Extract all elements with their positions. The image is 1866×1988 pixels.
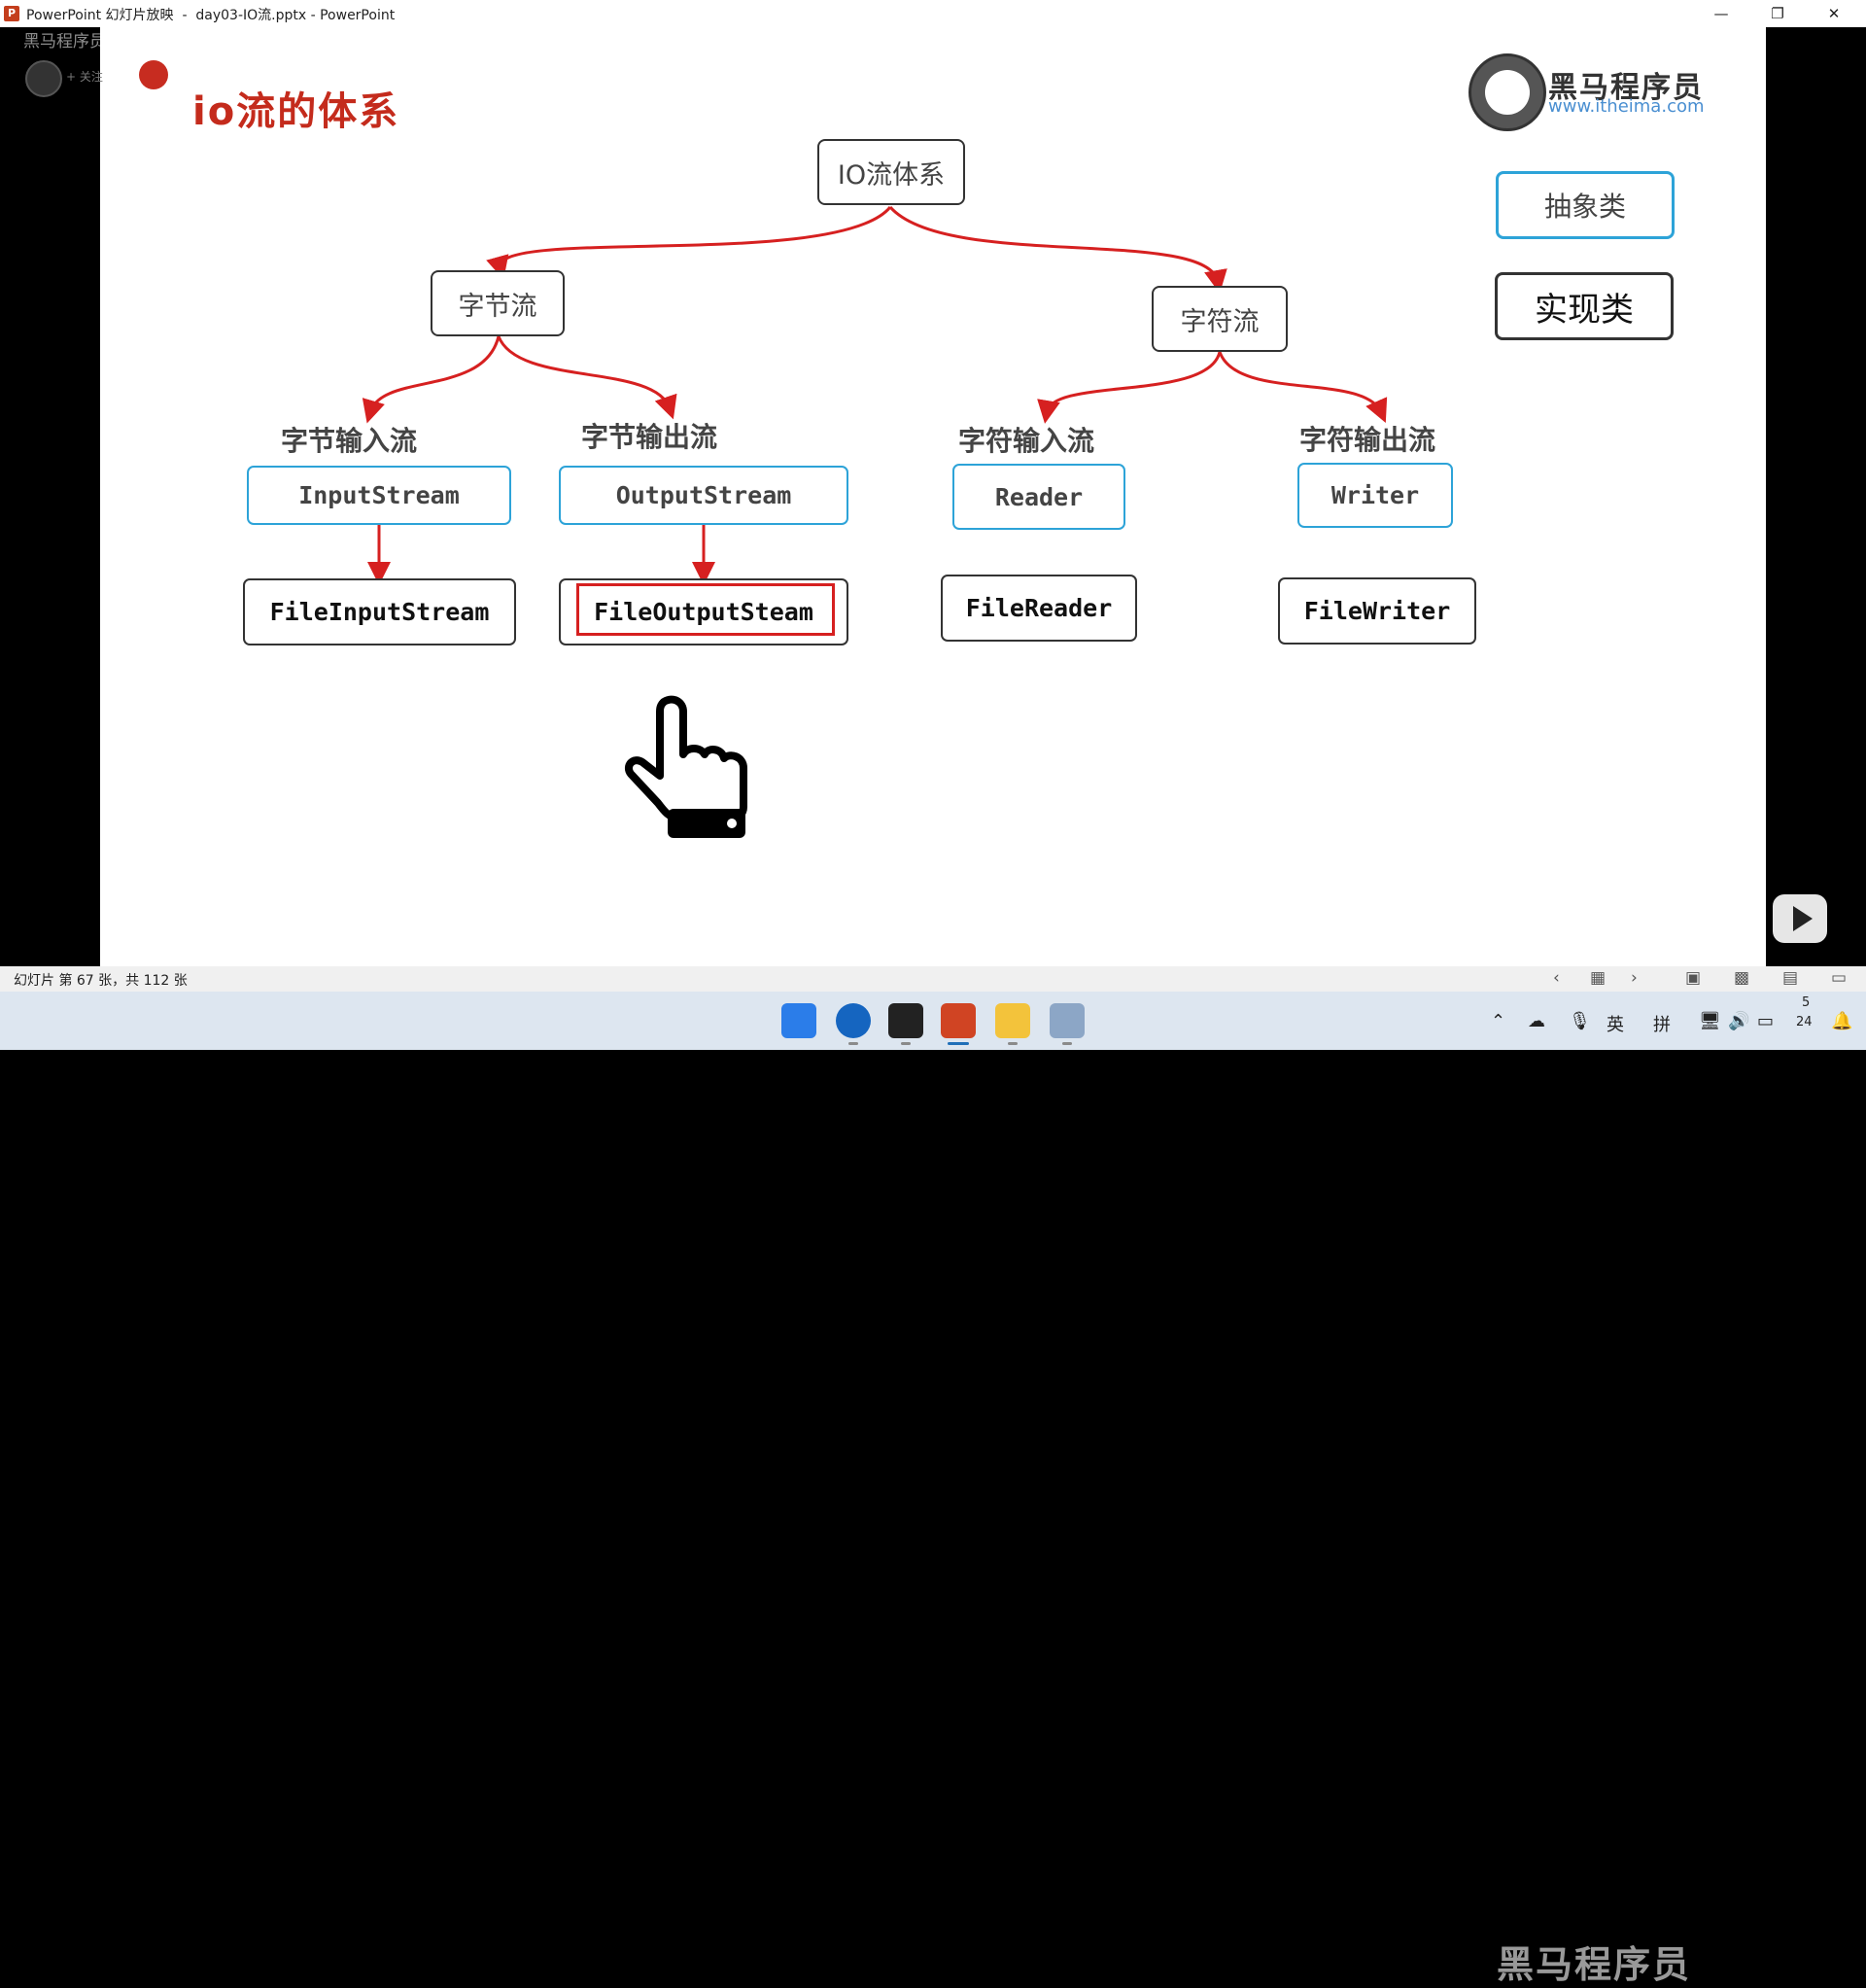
network-icon[interactable]: 🖥 — [1699, 1011, 1721, 1031]
ime-lang[interactable]: 英 — [1607, 1015, 1624, 1035]
io-system-box: IO流体系 — [817, 139, 965, 205]
arrow-byte-to-output — [497, 335, 677, 420]
volume-icon[interactable]: 🔊 — [1728, 1011, 1750, 1031]
intellij-idea-icon[interactable] — [888, 1003, 923, 1038]
window-titlebar: P PowerPoint 幻灯片放映 - day03-IO流.pptx - Po… — [0, 0, 1866, 27]
char-stream-box: 字符流 — [1152, 286, 1288, 352]
arrow-root-to-char — [888, 206, 1227, 294]
tray-overflow-icon[interactable]: ⌃ — [1491, 1011, 1506, 1031]
clock-line1[interactable]: 5 — [1802, 995, 1811, 1010]
slide-counter: 幻灯片 第 67 张，共 112 张 — [14, 973, 188, 989]
restore-button[interactable]: ❐ — [1771, 5, 1784, 22]
tree-arrows — [362, 206, 1388, 585]
logo-url: www.itheima.com — [1548, 96, 1705, 117]
live-indicator-icon — [139, 60, 168, 89]
explorer-indicator — [1008, 1042, 1018, 1045]
slideshow-icon[interactable]: ▭ — [1831, 968, 1848, 988]
filereader-box: FileReader — [941, 575, 1137, 642]
legend-implementation-class: 实现类 — [1495, 272, 1674, 340]
fileinputstream-box: FileInputStream — [243, 578, 516, 645]
legend-abstract-class: 抽象类 — [1496, 171, 1675, 239]
label-char-input-stream: 字符输入流 — [958, 425, 1095, 457]
microphone-icon[interactable]: 🎙 — [1569, 1011, 1591, 1031]
powerpoint-statusbar: 幻灯片 第 67 张，共 112 张 ‹ ▦ › ▣ ▩ ▤ ▭ 黑马程序员 — [0, 966, 1866, 1986]
close-button[interactable]: ✕ — [1827, 5, 1841, 22]
arrow-root-to-byte — [486, 206, 892, 280]
ime-mode[interactable]: 拼 — [1653, 1015, 1671, 1035]
next-slide-icon[interactable]: › — [1631, 968, 1638, 988]
minimize-button[interactable]: — — [1713, 5, 1729, 22]
uploader-avatar[interactable] — [25, 60, 62, 97]
prev-slide-icon[interactable]: ‹ — [1553, 968, 1560, 988]
powerpoint-icon: P — [4, 6, 19, 21]
idea-indicator — [901, 1042, 911, 1045]
pointing-hand-icon — [623, 694, 749, 844]
video-title-overlay: 黑马程序员Java+AI智能辅助编程全套视频教程，java零基础入门到大牛一套通… — [23, 32, 619, 52]
itheima-logo-icon — [1469, 53, 1546, 131]
file-explorer-icon[interactable] — [995, 1003, 1030, 1038]
highlight-frame — [576, 583, 835, 636]
powerpoint-active-indicator — [948, 1042, 969, 1045]
label-byte-input-stream: 字节输入流 — [281, 425, 418, 457]
powerpoint-taskbar-icon[interactable] — [941, 1003, 976, 1038]
inputstream-box: InputStream — [247, 466, 511, 525]
writer-box: Writer — [1297, 463, 1453, 528]
label-char-output-stream: 字符输出流 — [1299, 424, 1436, 456]
onedrive-icon[interactable]: ☁ — [1528, 1011, 1545, 1031]
windows-start-icon[interactable] — [781, 1003, 816, 1038]
reader-box: Reader — [952, 464, 1125, 530]
slide-canvas: io流的体系 黑马程序员 www.itheima.com IO流体系 字节流 字… — [100, 27, 1766, 966]
notification-bell-icon[interactable]: 🔔 — [1831, 1011, 1853, 1031]
clock-line2[interactable]: 24 — [1796, 1015, 1813, 1029]
arrow-char-to-output — [1218, 351, 1388, 423]
arrow-char-to-input — [1037, 351, 1222, 424]
watermark: 黑马程序员 — [1497, 1943, 1692, 1986]
slide-menu-icon[interactable]: ▦ — [1590, 968, 1607, 988]
slide-title: io流的体系 — [192, 89, 400, 134]
window-title: PowerPoint 幻灯片放映 - day03-IO流.pptx - Powe… — [26, 8, 396, 23]
arrow-byte-to-input — [362, 335, 501, 424]
battery-icon[interactable]: ▭ — [1757, 1011, 1775, 1031]
windows-taskbar: ⌃ ☁ 🎙 英 拼 🖥 🔊 ▭ 5 24 🔔 — [0, 992, 1866, 1050]
follow-button[interactable]: + 关注 — [66, 70, 103, 84]
chat-app-indicator — [848, 1042, 858, 1045]
reading-view-icon[interactable]: ▤ — [1782, 968, 1799, 988]
normal-view-icon[interactable]: ▣ — [1685, 968, 1702, 988]
byte-stream-box: 字节流 — [431, 270, 565, 336]
logo-name: 黑马程序员 — [1548, 71, 1704, 105]
chat-app-icon[interactable] — [836, 1003, 871, 1038]
notepad-indicator — [1062, 1042, 1072, 1045]
filewriter-box: FileWriter — [1278, 577, 1476, 645]
outputstream-box: OutputStream — [559, 466, 848, 525]
slide-sorter-icon[interactable]: ▩ — [1734, 968, 1750, 988]
notepad-icon[interactable] — [1050, 1003, 1085, 1038]
play-icon — [1793, 906, 1813, 931]
label-byte-output-stream: 字节输出流 — [581, 421, 718, 453]
